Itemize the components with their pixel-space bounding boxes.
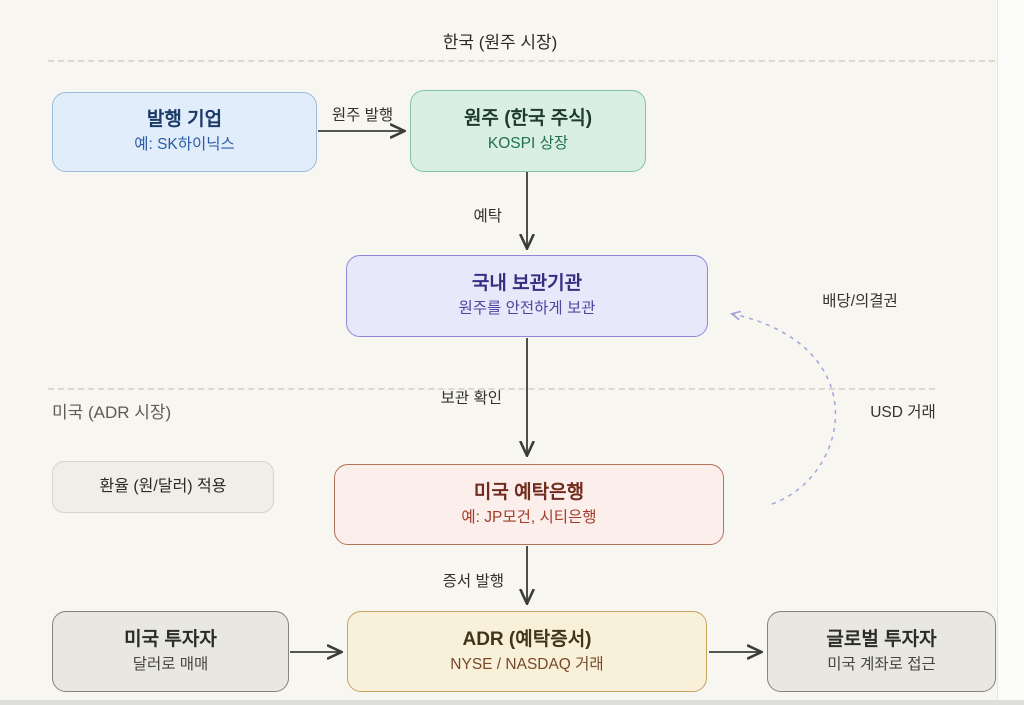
node-bank-subtitle: 예: JP모건, 시티은행 xyxy=(461,508,597,526)
node-adr-certificate: ADR (예탁증서) NYSE / NASDAQ 거래 xyxy=(347,611,707,692)
node-fx-label: 환율 (원/달러) 적용 xyxy=(99,478,227,496)
node-custodian-subtitle: 원주를 안전하게 보관 xyxy=(458,300,596,318)
us-market-label: 미국 (ADR 시장) xyxy=(52,403,172,422)
edge-bank-to-custodian-dividend xyxy=(729,310,837,505)
node-issuer-company: 발행 기업 예: SK하이닉스 xyxy=(52,92,317,172)
node-stock-subtitle: KOSPI 상장 xyxy=(487,135,569,153)
us-region-separator xyxy=(48,388,935,390)
korea-region-separator xyxy=(48,60,995,62)
node-stock-title: 원주 (한국 주식) xyxy=(463,108,593,130)
node-global-investor: 글로벌 투자자 미국 계좌로 접근 xyxy=(767,611,996,692)
node-global-investor-subtitle: 미국 계좌로 접근 xyxy=(827,655,936,673)
korea-market-title: 한국 (원주 시장) xyxy=(442,33,558,52)
node-us-investor: 미국 투자자 달러로 매매 xyxy=(52,611,289,692)
bottom-edge-strip xyxy=(0,700,1024,705)
node-original-stock: 원주 (한국 주식) KOSPI 상장 xyxy=(410,90,646,172)
node-global-investor-title: 글로벌 투자자 xyxy=(826,628,937,650)
label-dividend-voting: 배당/의결권 xyxy=(822,293,898,310)
node-us-investor-subtitle: 달러로 매매 xyxy=(132,655,209,673)
node-adr-title: ADR (예탁증서) xyxy=(462,628,592,650)
node-us-depositary-bank: 미국 예탁은행 예: JP모건, 시티은행 xyxy=(334,464,724,545)
label-issue-original: 원주 발행 xyxy=(331,107,394,124)
node-adr-subtitle: NYSE / NASDAQ 거래 xyxy=(450,655,604,673)
label-certificate-issue: 증서 발행 xyxy=(442,573,504,590)
node-domestic-custodian: 국내 보관기관 원주를 안전하게 보관 xyxy=(346,255,708,337)
right-edge-strip xyxy=(997,0,1024,705)
label-deposit: 예탁 xyxy=(473,208,502,225)
node-us-investor-title: 미국 투자자 xyxy=(124,628,217,650)
node-issuer-subtitle: 예: SK하이닉스 xyxy=(134,136,235,154)
label-custody-confirm: 보관 확인 xyxy=(440,390,502,407)
node-issuer-title: 발행 기업 xyxy=(146,109,223,131)
label-usd-trading: USD 거래 xyxy=(870,404,936,421)
node-custodian-title: 국내 보관기관 xyxy=(471,273,583,295)
node-bank-title: 미국 예탁은행 xyxy=(473,481,585,503)
node-fx-rate-note: 환율 (원/달러) 적용 xyxy=(52,461,274,513)
